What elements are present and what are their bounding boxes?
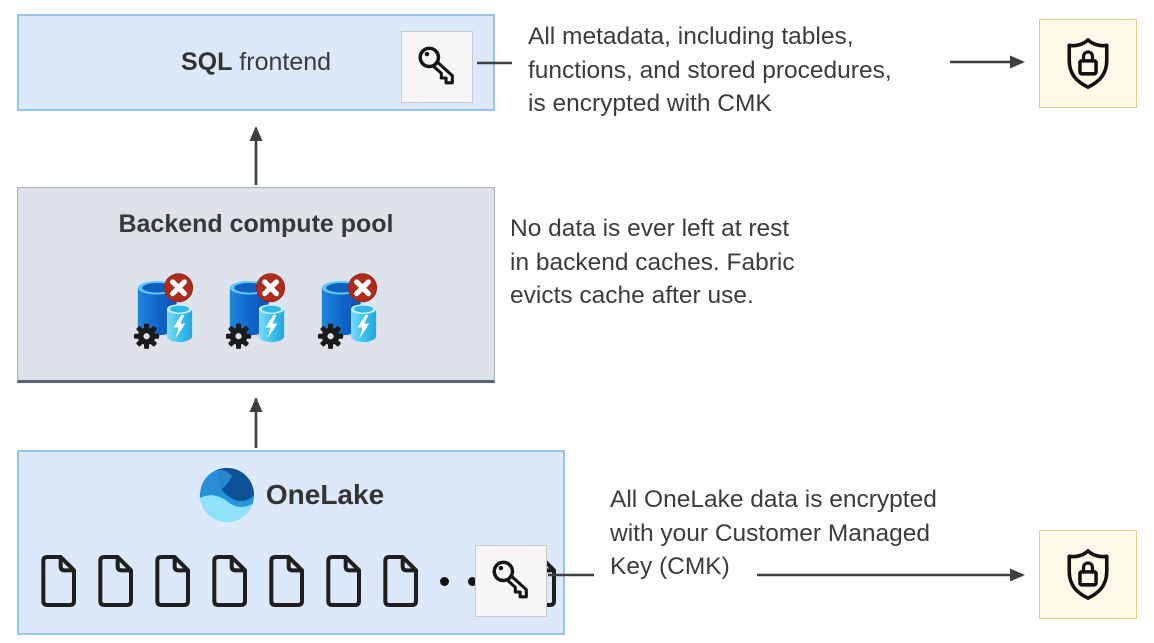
- sql-key-button: [401, 31, 473, 103]
- annotation-line: No data is ever left at rest: [510, 215, 790, 242]
- onelake-annotation: All OneLake data is encrypted with your …: [610, 483, 937, 584]
- sql-frontend-title-bold: SQL: [180, 48, 233, 76]
- sql-frontend-title: SQL frontend: [181, 48, 331, 77]
- annotation-line: with your Customer Managed: [610, 519, 931, 547]
- metadata-annotation: All metadata, including tables, function…: [528, 20, 892, 121]
- database-cache-icon: [317, 273, 378, 349]
- document-icon: [41, 555, 76, 607]
- lightning-icon: [173, 314, 186, 339]
- backend-pool-title: Backend compute pool: [118, 210, 394, 238]
- lightning-icon: [265, 314, 278, 339]
- backend-annotation: No data is ever left at rest in backend …: [510, 212, 795, 313]
- annotation-line: evicts cache after use.: [510, 282, 754, 309]
- annotation-line: is encrypted with CMK: [528, 90, 772, 117]
- document-icon: [326, 555, 361, 607]
- shield-lock-icon: [1067, 37, 1109, 89]
- sql-frontend-title-regular: frontend: [232, 48, 332, 76]
- shield-lock-icon: [1067, 548, 1109, 600]
- error-badge-icon: [164, 273, 194, 303]
- onelake-header: OneLake: [19, 466, 563, 524]
- sql-frontend-box: SQL frontend: [17, 14, 495, 111]
- database-cache-icon: [225, 273, 286, 349]
- document-icon: [98, 555, 133, 607]
- onelake-box: OneLake: [17, 450, 565, 635]
- annotation-line: in backend caches. Fabric: [510, 248, 795, 276]
- gear-icon: [133, 323, 160, 349]
- gear-icon: [225, 323, 252, 349]
- cache-node-row: [18, 272, 494, 352]
- annotation-line: All OneLake data is encrypted: [610, 486, 937, 513]
- document-icon: [269, 555, 304, 607]
- metadata-cmk-shield-box: [1039, 19, 1137, 108]
- onelake-title: OneLake: [265, 479, 385, 510]
- onelake-cmk-shield-box: [1039, 530, 1137, 619]
- database-cache-icon: [133, 273, 194, 349]
- key-icon: [418, 46, 454, 85]
- onelake-logo-icon: [199, 468, 254, 522]
- onelake-key-button: [475, 545, 547, 617]
- dot-icon: [440, 576, 449, 586]
- annotation-line: All metadata, including tables,: [528, 23, 854, 50]
- backend-compute-pool-box: Backend compute pool: [17, 187, 495, 383]
- key-icon: [492, 560, 528, 599]
- lightning-icon: [357, 314, 370, 339]
- error-badge-icon: [348, 273, 378, 303]
- gear-icon: [317, 323, 344, 349]
- document-icon: [212, 555, 247, 607]
- error-badge-icon: [256, 273, 286, 303]
- annotation-line: functions, and stored procedures,: [528, 56, 892, 84]
- document-icon: [155, 555, 190, 607]
- document-icon: [383, 555, 418, 607]
- dot-icon: [468, 576, 477, 586]
- annotation-line: Key (CMK): [610, 553, 730, 580]
